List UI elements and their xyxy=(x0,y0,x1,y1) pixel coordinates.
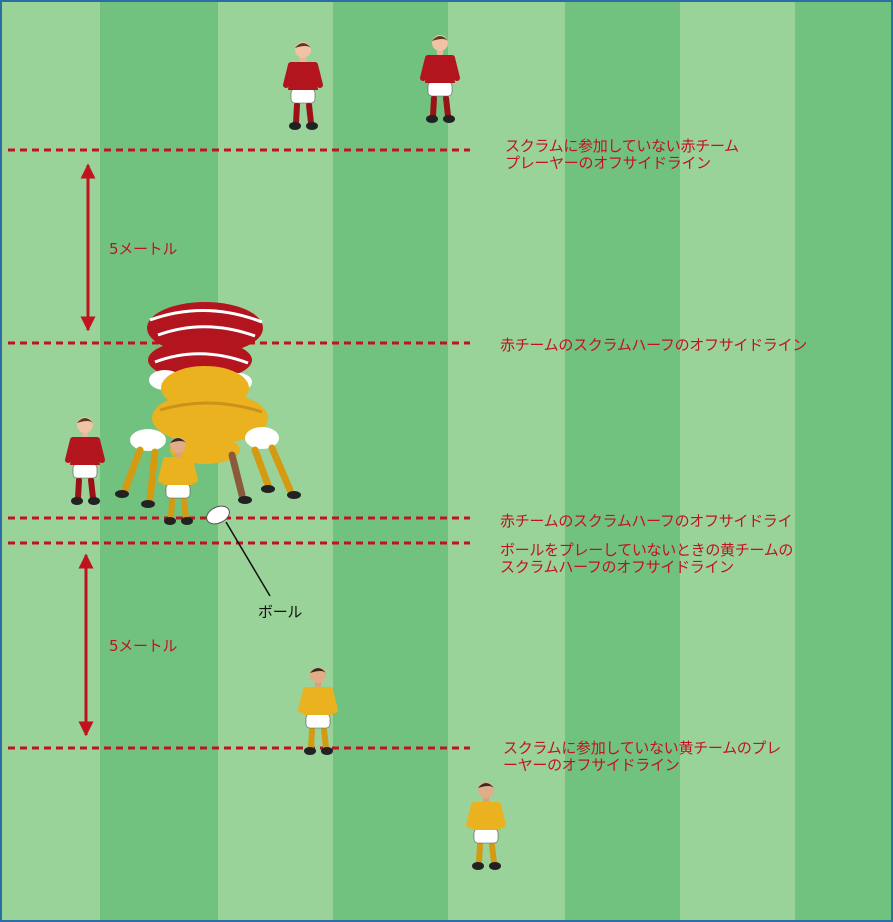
label-distance-bottom: 5メートル xyxy=(109,638,177,655)
label-red-backs-offside: スクラムに参加していない赤チーム プレーヤーのオフサイドライン xyxy=(505,138,739,172)
label-distance-top: 5メートル xyxy=(109,241,177,258)
label-yellow-backs-offside: スクラムに参加していない黄チームのプレ ーヤーのオフサイドライン xyxy=(503,740,781,774)
label-red-scrumhalf-offside: 赤チームのスクラムハーフのオフサイドライン xyxy=(500,337,807,354)
label-ball: ボール xyxy=(258,604,302,621)
label-red-scrumhalf-offside-2: 赤チームのスクラムハーフのオフサイドライ xyxy=(500,513,792,530)
label-yellow-scrumhalf-offside: ボールをプレーしていないときの黄チームの スクラムハーフのオフサイドライン xyxy=(500,542,793,576)
